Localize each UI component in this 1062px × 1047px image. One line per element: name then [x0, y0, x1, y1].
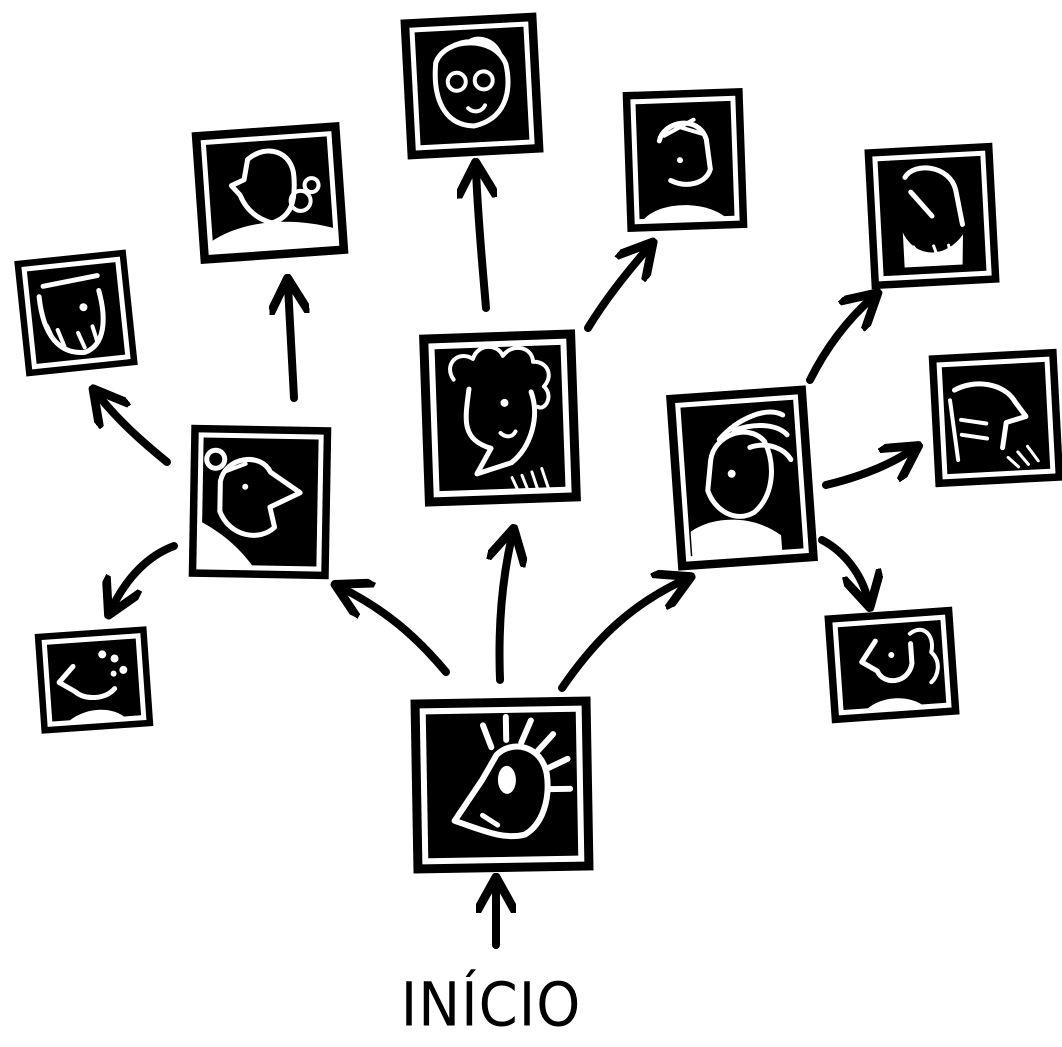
arrow-right-mid-to-right-middle — [822, 450, 912, 489]
start-label: INÍCIO — [400, 970, 582, 1041]
portrait-glasses-icon — [432, 36, 511, 129]
portrait-right-top — [864, 142, 1000, 290]
portrait-bearded-icon — [36, 273, 106, 355]
arrow-start-to-center-mid — [500, 536, 513, 684]
portrait-left-mid — [188, 424, 332, 580]
arrow-left-mid-to-bottom-left — [112, 542, 178, 608]
arrow-center-mid-to-top-right — [584, 248, 648, 332]
arrow-start-to-left-mid — [342, 588, 450, 676]
portrait-left-top — [191, 121, 349, 265]
portrait-beanie-icon — [198, 447, 303, 568]
portrait-right-mid — [666, 385, 818, 571]
portrait-long-beard-icon — [902, 165, 965, 268]
arrow-left-mid-to-left-top — [288, 286, 294, 402]
arrow-center-mid-to-top-center — [476, 170, 486, 312]
portrait-profile-icon — [948, 381, 1040, 469]
arrow-right-mid-to-right-top — [806, 298, 872, 384]
portrait-top-right — [622, 87, 748, 233]
portrait-bun-hair-icon — [210, 148, 337, 253]
portrait-bottom-right — [824, 606, 960, 724]
portrait-far-left — [14, 249, 138, 377]
portrait-wavy-hair-icon — [859, 627, 940, 711]
portrait-curly-hair-icon — [448, 344, 551, 491]
portrait-spiky-hair-icon — [451, 713, 574, 840]
arrows — [98, 170, 912, 949]
portrait-start — [410, 696, 594, 874]
portrait-right-middle — [928, 348, 1062, 488]
portrait-bottom-left — [34, 626, 154, 734]
portrait-center-mid — [419, 329, 581, 507]
portrait-feather-hair-icon — [690, 409, 794, 559]
arrow-start-to-right-mid — [558, 580, 684, 692]
portrait-side-part-icon — [642, 117, 728, 222]
arrow-left-mid-to-far-left — [98, 395, 171, 466]
portrait-curly-small-icon — [56, 650, 128, 723]
portrait-top-center — [400, 12, 544, 160]
arrow-right-mid-to-bottom-right — [818, 536, 868, 600]
